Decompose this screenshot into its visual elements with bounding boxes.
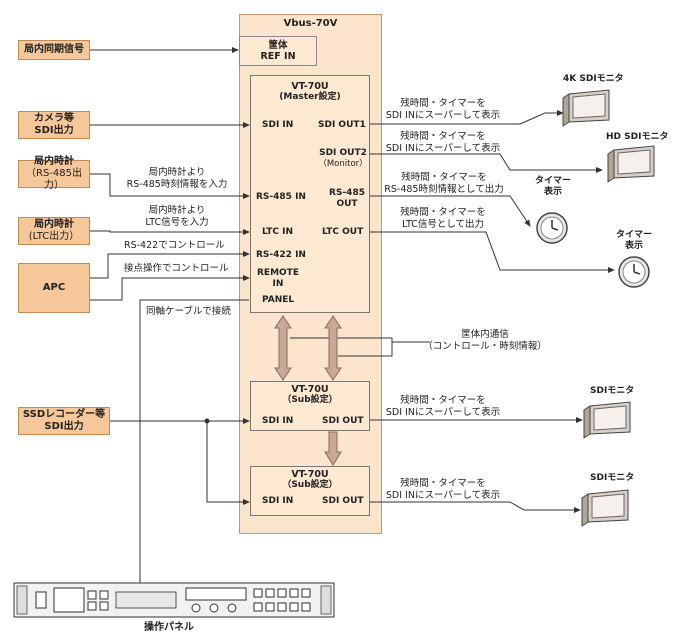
master-sdi-in: SDI IN [262, 120, 294, 130]
label-out-rs485: 残時間・タイマーを RS-485時刻情報として出力 [384, 172, 504, 195]
sub2-sdi-in: SDI IN [262, 496, 294, 506]
source-apc: APC [18, 263, 90, 313]
label-internal-comm: 筐体内通信 （コントロール・時刻情報） [423, 329, 547, 352]
sub1-sdi-out: SDI OUT [322, 416, 364, 426]
vbus-title: Vbus-70V [283, 18, 338, 29]
monitor-4k-label: 4K SDIモニタ [563, 74, 624, 84]
master-panel: PANEL [262, 295, 295, 305]
master-rs422-in: RS-422 IN [256, 250, 306, 260]
master-ltc-out: LTC OUT [322, 227, 364, 237]
label-out2: 残時間・タイマーを SDI INにスーパーして表示 [385, 131, 501, 154]
timer-display-1-label: タイマー 表示 [534, 176, 571, 197]
vt70u-sub1: VT-70U （Sub設定） [250, 381, 370, 431]
monitor-sub1-label: SDIモニタ [590, 386, 635, 396]
monitor-sub2-label: SDIモニタ [590, 473, 635, 483]
source-clock-ltc: 局内時計 (LTC出力） [18, 217, 90, 245]
operation-panel-label: 操作パネル [144, 622, 194, 633]
source-clock-rs485: 局内時計 （RS-485出力） [18, 156, 90, 191]
label-sub1-out: 残時間・タイマーを SDI INにスーパーして表示 [385, 395, 501, 418]
source-ssd-recorder: SSDレコーダー等 SDI出力 [18, 407, 110, 435]
source-ref-sync: 局内同期信号 [18, 40, 90, 60]
timer-display-2-label: タイマー 表示 [615, 230, 652, 251]
master-sdi-out1: SDI OUT1 [318, 120, 366, 130]
label-out-ltc: 残時間・タイマーを LTC信号として出力 [400, 207, 486, 230]
master-rs485-in: RS-485 IN [256, 192, 306, 202]
label-sub2-out: 残時間・タイマーを SDI INにスーパーして表示 [385, 478, 501, 501]
sub1-sdi-in: SDI IN [262, 416, 294, 426]
master-sdi-out2: SDI OUT2 （Monitor） [318, 148, 368, 169]
sub2-sdi-out: SDI OUT [322, 496, 364, 506]
label-out1: 残時間・タイマーを SDI INにスーパーして表示 [385, 98, 501, 121]
vt70u-sub2: VT-70U （Sub設定） [250, 466, 370, 516]
vt70u-master: VT-70U (Master設定) [250, 75, 370, 313]
source-camera: カメラ等 SDI出力 [18, 111, 90, 139]
label-contact: 接点操作でコントロール [124, 263, 229, 274]
master-rs485-out: RS-485 OUT [329, 188, 365, 209]
chassis-ref-in: 筐体 REF IN [239, 36, 317, 66]
master-remote-in: REMOTE IN [257, 268, 299, 289]
master-ltc-in: LTC IN [262, 227, 294, 237]
label-rs422: RS-422でコントロール [124, 240, 225, 251]
label-coax: 同軸ケーブルで接続 [146, 306, 231, 317]
label-rs485-input: 局内時計より RS-485時刻情報を入力 [126, 167, 228, 190]
label-ltc-input: 局内時計より LTC信号を入力 [145, 205, 209, 228]
monitor-hd-label: HD SDIモニタ [606, 132, 669, 142]
